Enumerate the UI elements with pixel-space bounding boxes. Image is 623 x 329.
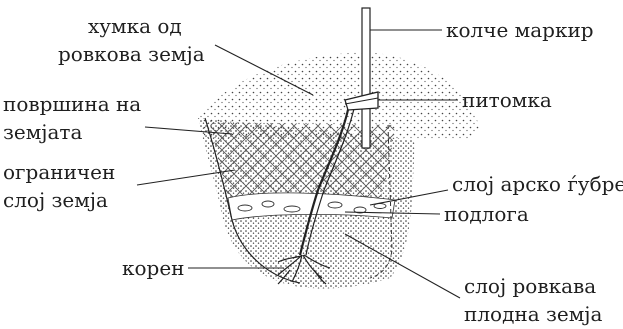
label-surface-line2: земјата xyxy=(3,120,82,144)
label-substrate: подлога xyxy=(444,202,529,226)
label-limited-soil-line1: ограничен xyxy=(3,160,115,184)
label-fertile-soil-line2: плодна земја xyxy=(464,302,602,326)
label-limited-soil-line2: слој земја xyxy=(3,188,108,212)
marker-stake xyxy=(362,8,370,148)
label-mound-line2: ровкова земја xyxy=(58,42,205,66)
label-seedling: питомка xyxy=(462,88,552,112)
label-root: корен xyxy=(122,256,185,280)
label-mound-line1: хумка од xyxy=(88,14,182,38)
label-surface-line1: површина на xyxy=(3,92,141,116)
label-fertile-soil-line1: слој ровкава xyxy=(464,274,596,298)
label-marker-stake: колче маркир xyxy=(446,18,594,42)
label-manure-layer: слој арско ѓубре xyxy=(452,172,623,196)
